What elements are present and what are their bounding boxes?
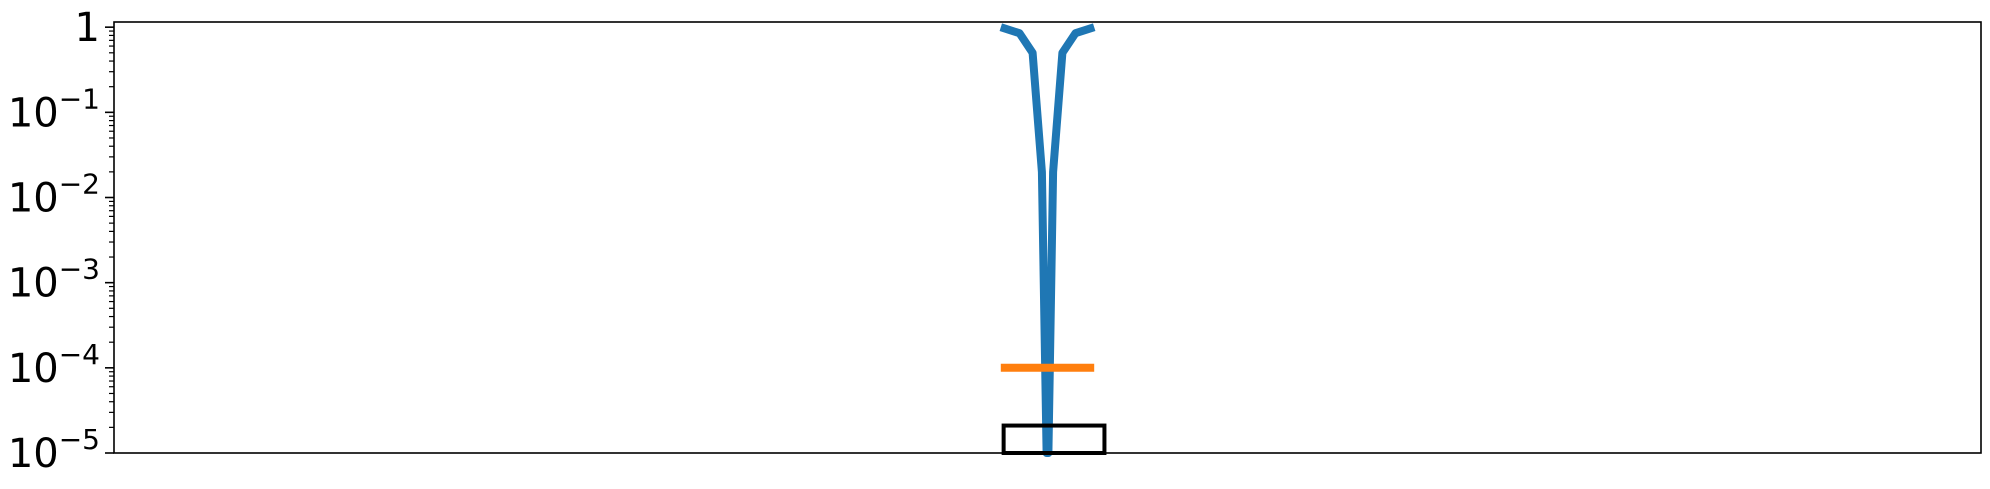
axes-frame: [113, 21, 1982, 454]
curve-line: [999, 23, 1096, 457]
y-tick-label: 10−4: [8, 338, 100, 392]
y-tick-label: 10−3: [8, 253, 100, 307]
y-major-ticks: [105, 26, 114, 454]
y-tick-labels: 1 10−1 10−2 10−3 10−4 10−5: [8, 5, 100, 477]
box-outline: [1001, 423, 1107, 455]
y-tick-label: 10−1: [8, 82, 100, 136]
series-layer: [999, 23, 1107, 457]
y-tick-label: 10−2: [8, 168, 100, 222]
y-tick-label: 10−5: [8, 423, 100, 477]
y-tick-label: 1: [75, 5, 100, 51]
y-minor-ticks: [109, 30, 114, 428]
